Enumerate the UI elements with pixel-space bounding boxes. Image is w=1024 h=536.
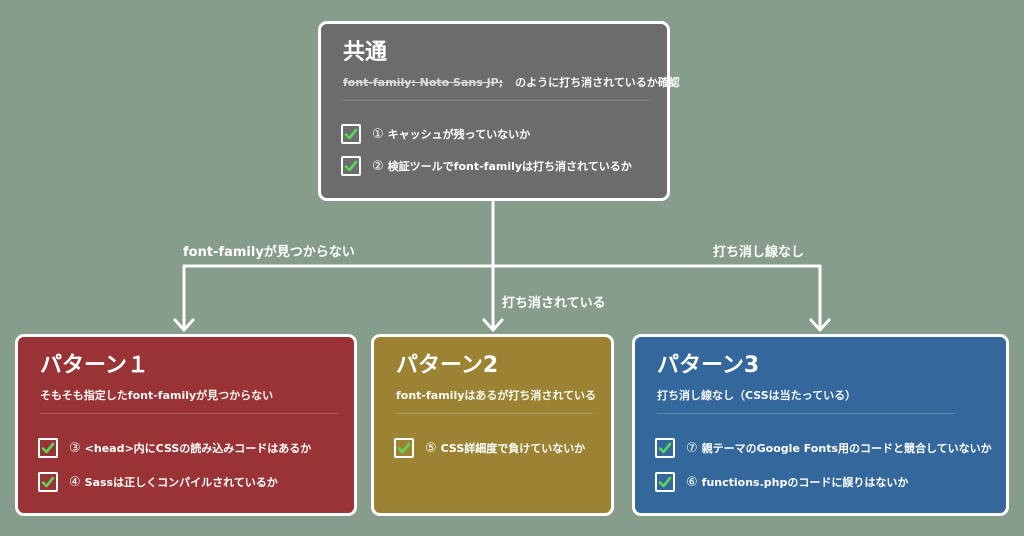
pattern-3-box: パターン3 打ち消し線なし（CSSは当たっている） ⑦ 親テーマのGoogle … <box>632 334 1009 516</box>
checkmark-icon <box>344 128 358 140</box>
checkbox[interactable] <box>341 156 361 176</box>
checkbox[interactable] <box>38 472 58 492</box>
item-text: 親テーマのGoogle Fonts用のコードと競合していないか <box>701 442 992 455</box>
branch-label-right: 打ち消し線なし <box>713 245 805 260</box>
divider <box>396 413 594 414</box>
checklist-item: ⑦ 親テーマのGoogle Fonts用のコードと競合していないか <box>655 438 992 458</box>
right-arrowhead-icon <box>809 318 831 332</box>
checkbox[interactable] <box>341 124 361 144</box>
left-arrowhead-icon <box>173 318 195 332</box>
checkmark-icon <box>658 442 672 454</box>
strikethrough-code: font-family: Noto Sans JP; <box>343 76 504 89</box>
checkmark-icon <box>397 442 411 454</box>
checkmark-icon <box>41 476 55 488</box>
checklist-item: ⑥ functions.phpのコードに誤りはないか <box>655 472 908 492</box>
item-number: ② <box>372 158 384 174</box>
item-number: ⑦ <box>686 440 698 456</box>
common-check-box: 共通 font-family: Noto Sans JP; のように打ち消されてい… <box>318 21 680 201</box>
pattern-title: パターン3 <box>657 353 760 378</box>
checkbox[interactable] <box>38 438 58 458</box>
item-number: ① <box>372 126 384 142</box>
item-text: <head>内にCSSの読み込みコードはあるか <box>84 442 312 455</box>
common-subtitle: font-family: Noto Sans JP; のように打ち消されているか確… <box>343 74 680 90</box>
item-number: ⑥ <box>686 474 698 490</box>
checkbox[interactable] <box>655 438 675 458</box>
item-text: functions.phpのコードに誤りはないか <box>701 476 909 489</box>
checkmark-icon <box>344 160 358 172</box>
item-number: ④ <box>69 474 81 490</box>
divider <box>40 413 338 414</box>
pattern-title: パターン１ <box>40 353 149 378</box>
pattern-2-box: パターン2 font-familyはあるが打ち消されている ⑤ CSS詳細度で負… <box>371 334 614 516</box>
checklist-item: ④ Sassは正しくコンパイルされているか <box>38 472 278 492</box>
item-text: CSS詳細度で負けていないか <box>440 442 586 455</box>
pattern-subtitle: 打ち消し線なし（CSSは当たっている） <box>657 389 857 402</box>
checkbox[interactable] <box>655 472 675 492</box>
common-title: 共通 <box>343 40 388 65</box>
divider <box>343 100 649 101</box>
checklist-item: ① キャッシュが残っていないか <box>341 124 530 144</box>
checklist-item: ⑤ CSS詳細度で負けていないか <box>394 438 585 458</box>
item-text: Sassは正しくコンパイルされているか <box>84 476 278 489</box>
item-text: キャッシュが残っていないか <box>387 128 531 141</box>
item-number: ⑤ <box>425 440 437 456</box>
pattern-subtitle: そもそも指定したfont-familyが見つからない <box>40 389 274 402</box>
checkbox[interactable] <box>394 438 414 458</box>
checklist-item: ② 検証ツールでfont-familyは打ち消されているか <box>341 156 632 176</box>
pattern-1-box: パターン１ そもそも指定したfont-familyが見つからない ③ <head… <box>15 334 357 516</box>
pattern-title: パターン2 <box>396 353 499 378</box>
item-number: ③ <box>69 440 81 456</box>
common-subtitle-text: のように打ち消されているか確認 <box>515 76 680 89</box>
checkmark-icon <box>658 476 672 488</box>
branch-label-center: 打ち消されている <box>502 296 606 311</box>
branch-label-left: font-familyが見つからない <box>183 245 355 260</box>
divider <box>657 413 955 414</box>
pattern-subtitle: font-familyはあるが打ち消されている <box>396 389 597 402</box>
item-text: 検証ツールでfont-familyは打ち消されているか <box>387 160 632 173</box>
center-arrowhead-icon <box>482 318 504 332</box>
checklist-item: ③ <head>内にCSSの読み込みコードはあるか <box>38 438 311 458</box>
checkmark-icon <box>41 442 55 454</box>
